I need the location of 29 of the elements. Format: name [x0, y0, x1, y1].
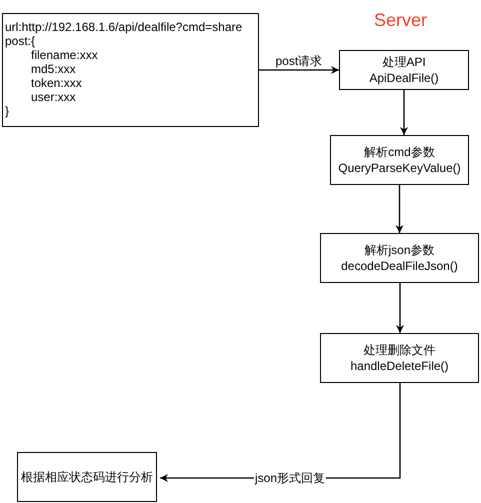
- edge-label: post请求: [274, 54, 324, 68]
- code-line: user:xxx: [30, 90, 77, 104]
- code-line: }: [5, 104, 10, 118]
- arrow: [259, 66, 339, 74]
- code-line: token:xxx: [30, 76, 83, 90]
- arrow: [400, 90, 408, 135]
- process-box: [320, 333, 479, 383]
- box-text: decodeDealFileJson(): [341, 258, 458, 274]
- code-line: md5:xxx: [30, 62, 77, 76]
- arrow: [396, 283, 404, 333]
- request-box: [2, 13, 259, 127]
- box-text: 根据相应状态码进行分析: [21, 469, 153, 485]
- arrow: [396, 185, 404, 233]
- result-box: [17, 452, 157, 502]
- box-text: QueryParseKeyValue(): [338, 160, 461, 176]
- box-text: 解析json参数: [364, 242, 434, 258]
- process-box: [330, 135, 469, 185]
- box-text: 解析cmd参数: [364, 144, 435, 160]
- edge-label: json形式回复: [254, 471, 326, 485]
- process-box: [320, 233, 479, 283]
- code-line: url:http://192.168.1.6/api/dealfile?cmd=share: [5, 20, 244, 34]
- box-text: 处理API: [382, 54, 426, 70]
- code-line: post:{: [5, 34, 36, 48]
- box-text: handleDeleteFile(): [350, 358, 449, 374]
- section-title: Server: [374, 10, 428, 31]
- box-text: ApiDealFile(): [369, 70, 439, 86]
- box-text: 处理删除文件: [364, 342, 436, 358]
- code-line: filename:xxx: [30, 48, 99, 62]
- process-box: [339, 50, 469, 90]
